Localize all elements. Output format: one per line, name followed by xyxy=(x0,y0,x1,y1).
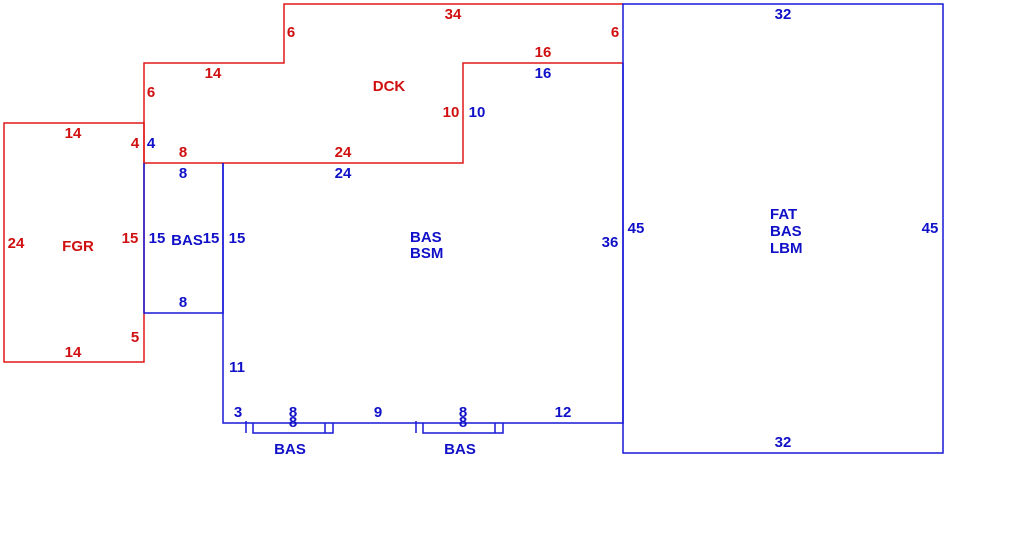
dim-dck-upper-ledge: 14 xyxy=(205,65,222,82)
dim-bsm-bottom-b2: 8 xyxy=(289,414,297,431)
dim-bsm-left-lower: 11 xyxy=(229,359,245,376)
dim-bsm-left-outer: 15 xyxy=(229,230,246,247)
bay-left-outline xyxy=(252,423,334,434)
dim-bsm-bottom-d2: 8 xyxy=(459,414,467,431)
dim-fgr-dck-joint-blue: 4 xyxy=(147,135,156,152)
dim-dck-top: 34 xyxy=(445,6,462,23)
dim-bsm-bottom-e: 12 xyxy=(555,404,572,421)
dim-bsm-bottom-a: 3 xyxy=(234,404,242,421)
dim-bas-small-right: 15 xyxy=(203,230,220,247)
area-label-bay-left: BAS xyxy=(274,441,306,458)
dim-dck-inner-vertical: 10 xyxy=(443,104,460,121)
dim-dck-left-side: 6 xyxy=(147,84,155,101)
dim-dck-left-step: 6 xyxy=(287,24,295,41)
dim-bsm-bottom-d: 8 xyxy=(459,404,467,421)
dim-dck-bottom: 24 xyxy=(335,144,352,161)
area-label-fat-line1: FAT xyxy=(770,206,797,223)
dim-fgr-bottom: 14 xyxy=(65,344,82,361)
dim-bas-small-top: 8 xyxy=(179,165,187,182)
dim-fgr-right: 15 xyxy=(122,230,139,247)
dim-fat-top: 32 xyxy=(775,6,792,23)
fat-outline xyxy=(622,3,944,454)
dim-fgr-top: 14 xyxy=(65,125,82,142)
dim-fat-bottom: 32 xyxy=(775,434,792,451)
dim-fat-right: 45 xyxy=(922,220,939,237)
dim-dck-inner-top: 16 xyxy=(535,44,552,61)
area-label-fgr: FGR xyxy=(62,238,94,255)
dim-fgr-right-bottom: 5 xyxy=(131,329,139,346)
area-label-main-line1: BAS xyxy=(410,229,442,246)
bay-right-outline xyxy=(422,423,504,434)
dck-outline xyxy=(143,3,623,164)
area-label-bay-right: BAS xyxy=(444,441,476,458)
dim-dck-bottom-left: 8 xyxy=(179,144,187,161)
dim-bsm-top-right: 16 xyxy=(535,65,552,82)
area-label-bas-small: BAS xyxy=(171,232,203,249)
dim-bsm-top-left: 24 xyxy=(335,165,352,182)
area-label-fat-line3: LBM xyxy=(770,240,803,257)
dim-bsm-step: 10 xyxy=(469,104,486,121)
area-label-main-line2: BSM xyxy=(410,245,443,262)
dim-bsm-right: 36 xyxy=(602,234,619,251)
dim-bsm-bottom-b: 8 xyxy=(289,404,297,421)
dim-bas-small-bottom: 8 xyxy=(179,294,187,311)
dim-dck-right-step: 6 xyxy=(611,24,619,41)
dim-fgr-dck-joint-red: 4 xyxy=(131,135,140,152)
dim-bas-small-left: 15 xyxy=(149,230,166,247)
area-label-fat-line2: BAS xyxy=(770,223,802,240)
area-label-dck: DCK xyxy=(373,78,406,95)
dim-fat-left: 45 xyxy=(628,220,645,237)
dim-fgr-left: 24 xyxy=(8,235,25,252)
dim-bsm-bottom-c: 9 xyxy=(374,404,382,421)
